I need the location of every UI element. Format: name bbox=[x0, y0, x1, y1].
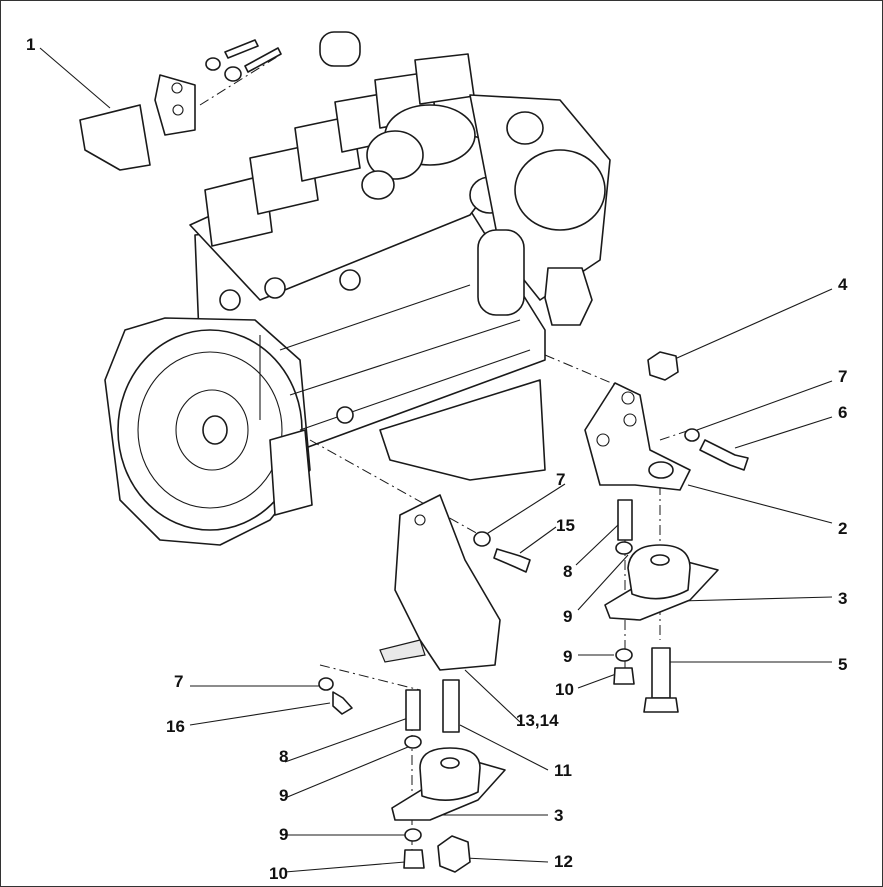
part-3-mount-left bbox=[391, 747, 506, 821]
part-11-stud bbox=[442, 679, 460, 733]
part-10-nut-right bbox=[613, 667, 635, 685]
callout-7-center: 7 bbox=[556, 470, 566, 489]
callout-9-right-bottom: 9 bbox=[563, 647, 573, 666]
coolant-elbow bbox=[544, 267, 593, 326]
part-12-nut bbox=[437, 835, 471, 873]
oil-filler-cap bbox=[319, 31, 361, 67]
part-9-washer-left-bottom bbox=[404, 828, 422, 842]
callout-2: 2 bbox=[838, 519, 848, 538]
part-1-bolts bbox=[205, 39, 282, 82]
flywheel-hub bbox=[202, 415, 228, 445]
callout-10-left: 10 bbox=[269, 864, 288, 883]
part-9-washer-right-top bbox=[615, 541, 633, 555]
alternator bbox=[514, 149, 606, 231]
block-plug bbox=[336, 406, 354, 424]
callout-9-right-top: 9 bbox=[563, 607, 573, 626]
turbo-housing bbox=[366, 130, 424, 180]
callout-11: 11 bbox=[554, 761, 572, 780]
part-6-bolt bbox=[699, 439, 749, 471]
callout-9-left-top: 9 bbox=[279, 786, 289, 805]
callout-8-left: 8 bbox=[279, 747, 289, 766]
mount-pad-block bbox=[269, 429, 313, 516]
leader-lines bbox=[39, 47, 833, 873]
pulley bbox=[506, 111, 544, 145]
valve-cover-6 bbox=[414, 53, 475, 105]
callout-9-left-bottom: 9 bbox=[279, 825, 289, 844]
part-4-nut bbox=[647, 351, 679, 381]
callout-16: 16 bbox=[166, 717, 185, 736]
part-7-washer-left bbox=[318, 677, 334, 691]
part-8-bolt-right bbox=[617, 499, 633, 541]
turbo-outlet bbox=[361, 170, 395, 200]
part-3-mount-right bbox=[604, 544, 719, 621]
oil-pan bbox=[379, 379, 546, 481]
part-5-stud bbox=[643, 647, 679, 713]
part-7-washer-right bbox=[684, 428, 700, 442]
callout-10-right: 10 bbox=[555, 680, 574, 699]
callout-15: 15 bbox=[556, 516, 575, 535]
block-port-2 bbox=[264, 277, 286, 299]
callout-7-left: 7 bbox=[174, 672, 184, 691]
callout-4: 4 bbox=[838, 275, 848, 294]
part-7-washer-center bbox=[473, 531, 491, 547]
block-port-1 bbox=[219, 289, 241, 311]
part-8-bolt-left bbox=[405, 689, 421, 731]
callout-1: 1 bbox=[26, 35, 36, 54]
part-16-bolt bbox=[332, 691, 353, 715]
callout-3-right: 3 bbox=[838, 589, 848, 608]
callout-6: 6 bbox=[838, 403, 848, 422]
oil-filter bbox=[477, 229, 525, 316]
part-2-bracket bbox=[584, 382, 691, 491]
block-port-3 bbox=[339, 269, 361, 291]
callout-3-left: 3 bbox=[554, 806, 564, 825]
part-10-nut-left bbox=[403, 849, 425, 869]
engine-assembly bbox=[104, 31, 611, 546]
callout-7-right: 7 bbox=[838, 367, 848, 386]
callout-8-right: 8 bbox=[563, 562, 573, 581]
part-9-washer-right-bottom bbox=[615, 648, 633, 662]
callout-13-14: 13,14 bbox=[516, 711, 559, 730]
callout-12: 12 bbox=[554, 852, 573, 871]
part-13-14-bracket bbox=[379, 494, 501, 671]
callout-5: 5 bbox=[838, 655, 848, 674]
part-9-washer-left-top bbox=[404, 735, 422, 749]
part-1-rear-bracket bbox=[79, 74, 196, 171]
part-15-bolt bbox=[493, 548, 531, 573]
